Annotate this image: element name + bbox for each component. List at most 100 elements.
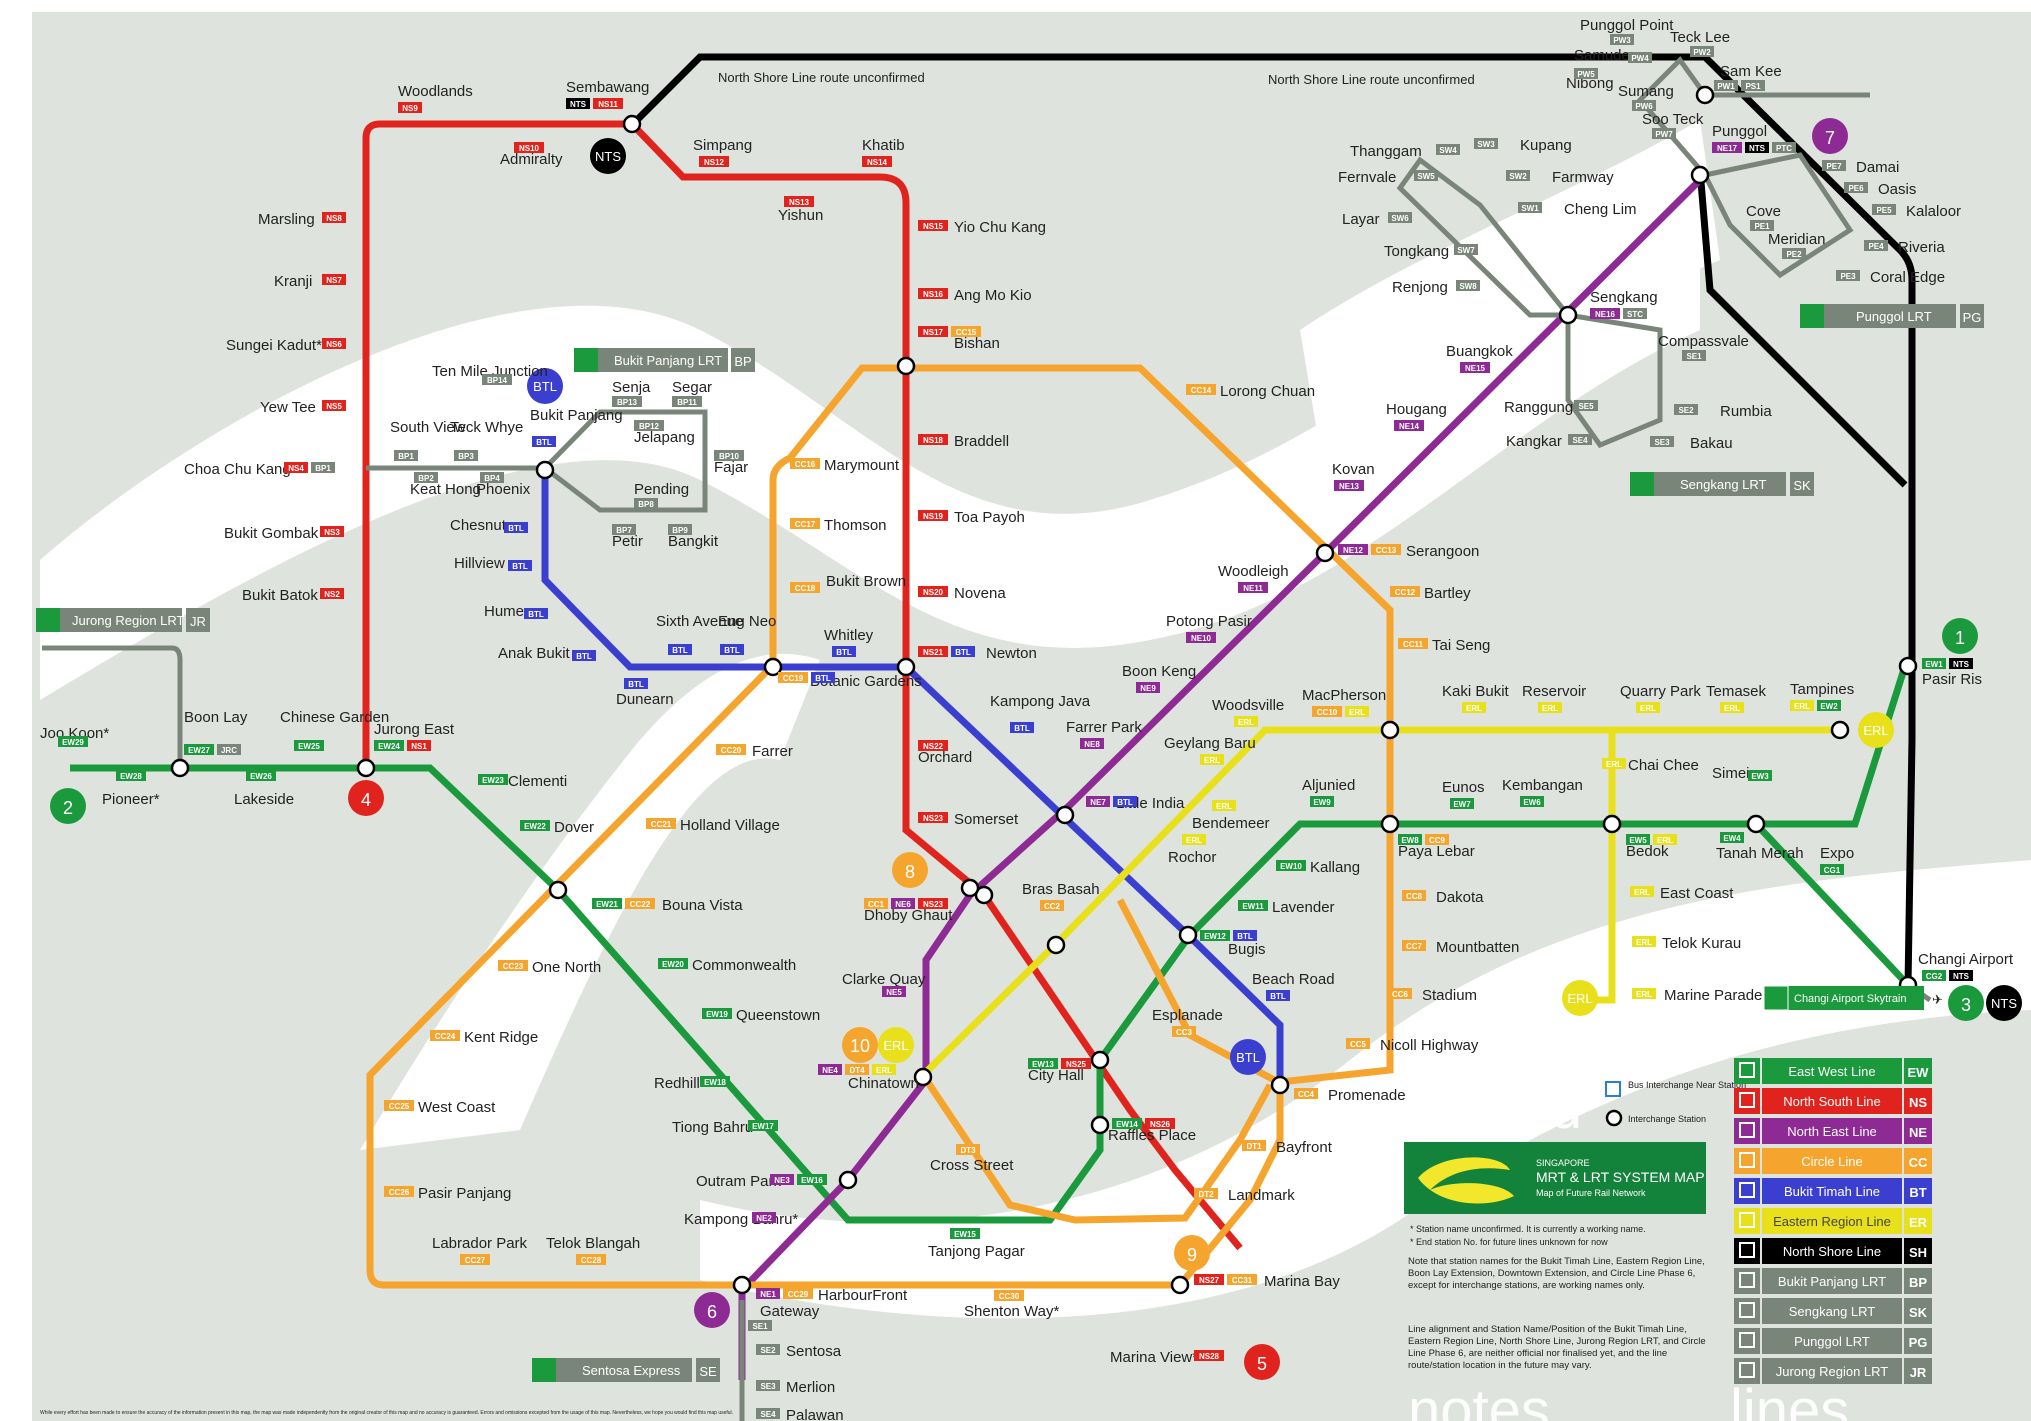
interchange-chinatown[interactable] <box>913 1067 933 1087</box>
interchange-raffles-place[interactable] <box>1090 1115 1110 1135</box>
interchange-city-hall[interactable] <box>1090 1050 1110 1070</box>
interchange-bishan[interactable] <box>896 356 916 376</box>
interchange-harbourfront[interactable] <box>732 1275 752 1295</box>
interchange-marina-bay[interactable] <box>1170 1275 1190 1295</box>
interchange-macpherson[interactable] <box>1380 720 1400 740</box>
interchange-bras-basah[interactable] <box>1046 935 1066 955</box>
station-marinaview[interactable]: Marina View*NS28 <box>1110 1349 1224 1366</box>
interchange-jurong-east[interactable] <box>356 758 376 778</box>
interchange-samkee[interactable] <box>1695 85 1715 105</box>
interchange-sengkang[interactable] <box>1558 305 1578 325</box>
interchange-paya-lebar[interactable] <box>1380 814 1400 834</box>
interchange-bouna-vista[interactable] <box>548 880 568 900</box>
interchange-boon-lay[interactable] <box>170 758 190 778</box>
interchange-tampines[interactable] <box>1830 720 1850 740</box>
interchange-punggol[interactable] <box>1690 165 1710 185</box>
interchange-bugis[interactable] <box>1178 925 1198 945</box>
